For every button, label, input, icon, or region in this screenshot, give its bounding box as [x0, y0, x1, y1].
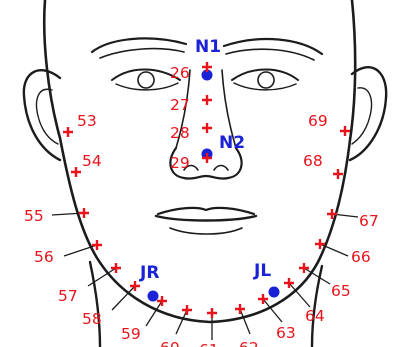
landmark-number-63: 63	[276, 324, 296, 342]
landmark-number-59: 59	[121, 325, 141, 343]
landmark-cross-53	[63, 127, 73, 137]
right-eye-lower	[116, 83, 178, 90]
landmark-53: 53	[63, 112, 97, 137]
landmark-69: 69	[308, 112, 350, 136]
landmark-number-58: 58	[82, 310, 102, 328]
landmark-68: 68	[303, 152, 343, 179]
landmark-61: 61	[199, 308, 219, 347]
landmark-number-64: 64	[305, 307, 325, 325]
landmark-number-28: 28	[170, 124, 190, 142]
landmark-number-53: 53	[77, 112, 97, 130]
right-iris	[138, 72, 154, 88]
landmark-62: 62	[235, 304, 259, 347]
reference-dot-jl	[269, 287, 280, 298]
landmark-56: 56	[34, 240, 102, 266]
landmark-number-54: 54	[82, 152, 102, 170]
landmark-number-68: 68	[303, 152, 323, 170]
landmark-number-66: 66	[351, 248, 371, 266]
right-eyebrow-lower	[100, 49, 184, 58]
landmark-leader-line-60	[176, 310, 187, 334]
landmark-54: 54	[71, 152, 102, 177]
landmark-cross-61	[207, 308, 217, 318]
landmark-number-67: 67	[359, 212, 379, 230]
landmark-number-65: 65	[331, 282, 351, 300]
neck-right	[90, 262, 100, 347]
left-eye-lower	[234, 83, 296, 90]
landmark-cross-27	[202, 95, 212, 105]
landmark-cross-59	[157, 296, 167, 306]
landmark-cross-68	[333, 169, 343, 179]
landmark-number-69: 69	[308, 112, 328, 130]
landmark-27: 27	[170, 95, 212, 114]
landmark-number-60: 60	[160, 339, 180, 347]
landmark-63: 63	[258, 294, 296, 342]
landmark-number-57: 57	[58, 287, 78, 305]
landmark-cross-62	[235, 304, 245, 314]
landmark-number-61: 61	[199, 341, 219, 347]
lip-line	[156, 216, 256, 221]
landmark-65: 65	[299, 263, 351, 300]
reference-label-n2: N2	[219, 133, 245, 153]
landmark-cross-56	[92, 240, 102, 250]
reference-label-jr: JR	[139, 263, 159, 283]
landmark-cross-57	[111, 263, 121, 273]
landmark-number-26: 26	[170, 64, 190, 82]
left-iris	[258, 72, 274, 88]
landmark-60: 60	[160, 305, 192, 347]
upper-lip	[158, 208, 254, 214]
left-eye-upper	[232, 70, 298, 81]
landmark-cross-54	[71, 167, 81, 177]
landmark-number-56: 56	[34, 248, 54, 266]
landmark-28: 28	[170, 123, 212, 142]
landmark-cross-55	[79, 208, 89, 218]
landmark-cross-60	[182, 305, 192, 315]
landmark-58: 58	[82, 281, 140, 328]
reference-dot-jr	[148, 291, 159, 302]
left-eyebrow-lower	[226, 49, 314, 60]
landmark-cross-69	[340, 126, 350, 136]
landmark-cross-26	[202, 62, 212, 72]
reference-label-n1: N1	[195, 37, 221, 57]
landmark-number-62: 62	[239, 339, 259, 347]
landmark-number-27: 27	[170, 96, 190, 114]
landmark-cross-65	[299, 263, 309, 273]
landmark-cross-28	[202, 123, 212, 133]
lower-lip	[170, 228, 242, 234]
landmark-number-55: 55	[24, 207, 44, 225]
left-nostril	[214, 166, 228, 171]
landmark-57: 57	[58, 263, 121, 305]
reference-label-jl: JL	[253, 261, 271, 281]
landmark-leader-line-62	[240, 309, 250, 334]
landmark-number-29: 29	[170, 154, 190, 172]
